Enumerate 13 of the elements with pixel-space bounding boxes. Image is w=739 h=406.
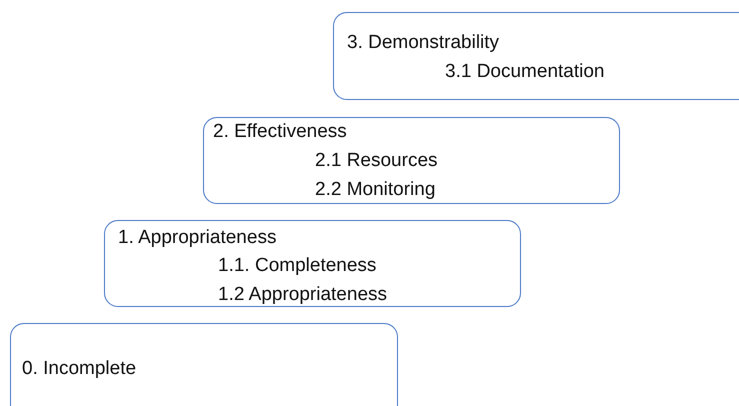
sub-item: 1.2 Appropriateness xyxy=(218,283,388,307)
level-heading: 1. Appropriateness xyxy=(118,226,276,250)
level-box xyxy=(203,117,620,204)
level-heading: 3. Demonstrability xyxy=(347,31,500,55)
sub-item: 3.1 Documentation xyxy=(445,60,604,84)
sub-item: 2.2 Monitoring xyxy=(315,178,436,202)
sub-item: 2.1 Resources xyxy=(315,149,438,173)
sub-item: 1.1. Completeness xyxy=(218,254,376,278)
level-box xyxy=(10,323,398,406)
level-heading: 0. Incomplete xyxy=(22,357,136,381)
level-box xyxy=(104,220,521,307)
level-heading: 2. Effectiveness xyxy=(213,120,347,144)
level-box xyxy=(333,12,739,100)
